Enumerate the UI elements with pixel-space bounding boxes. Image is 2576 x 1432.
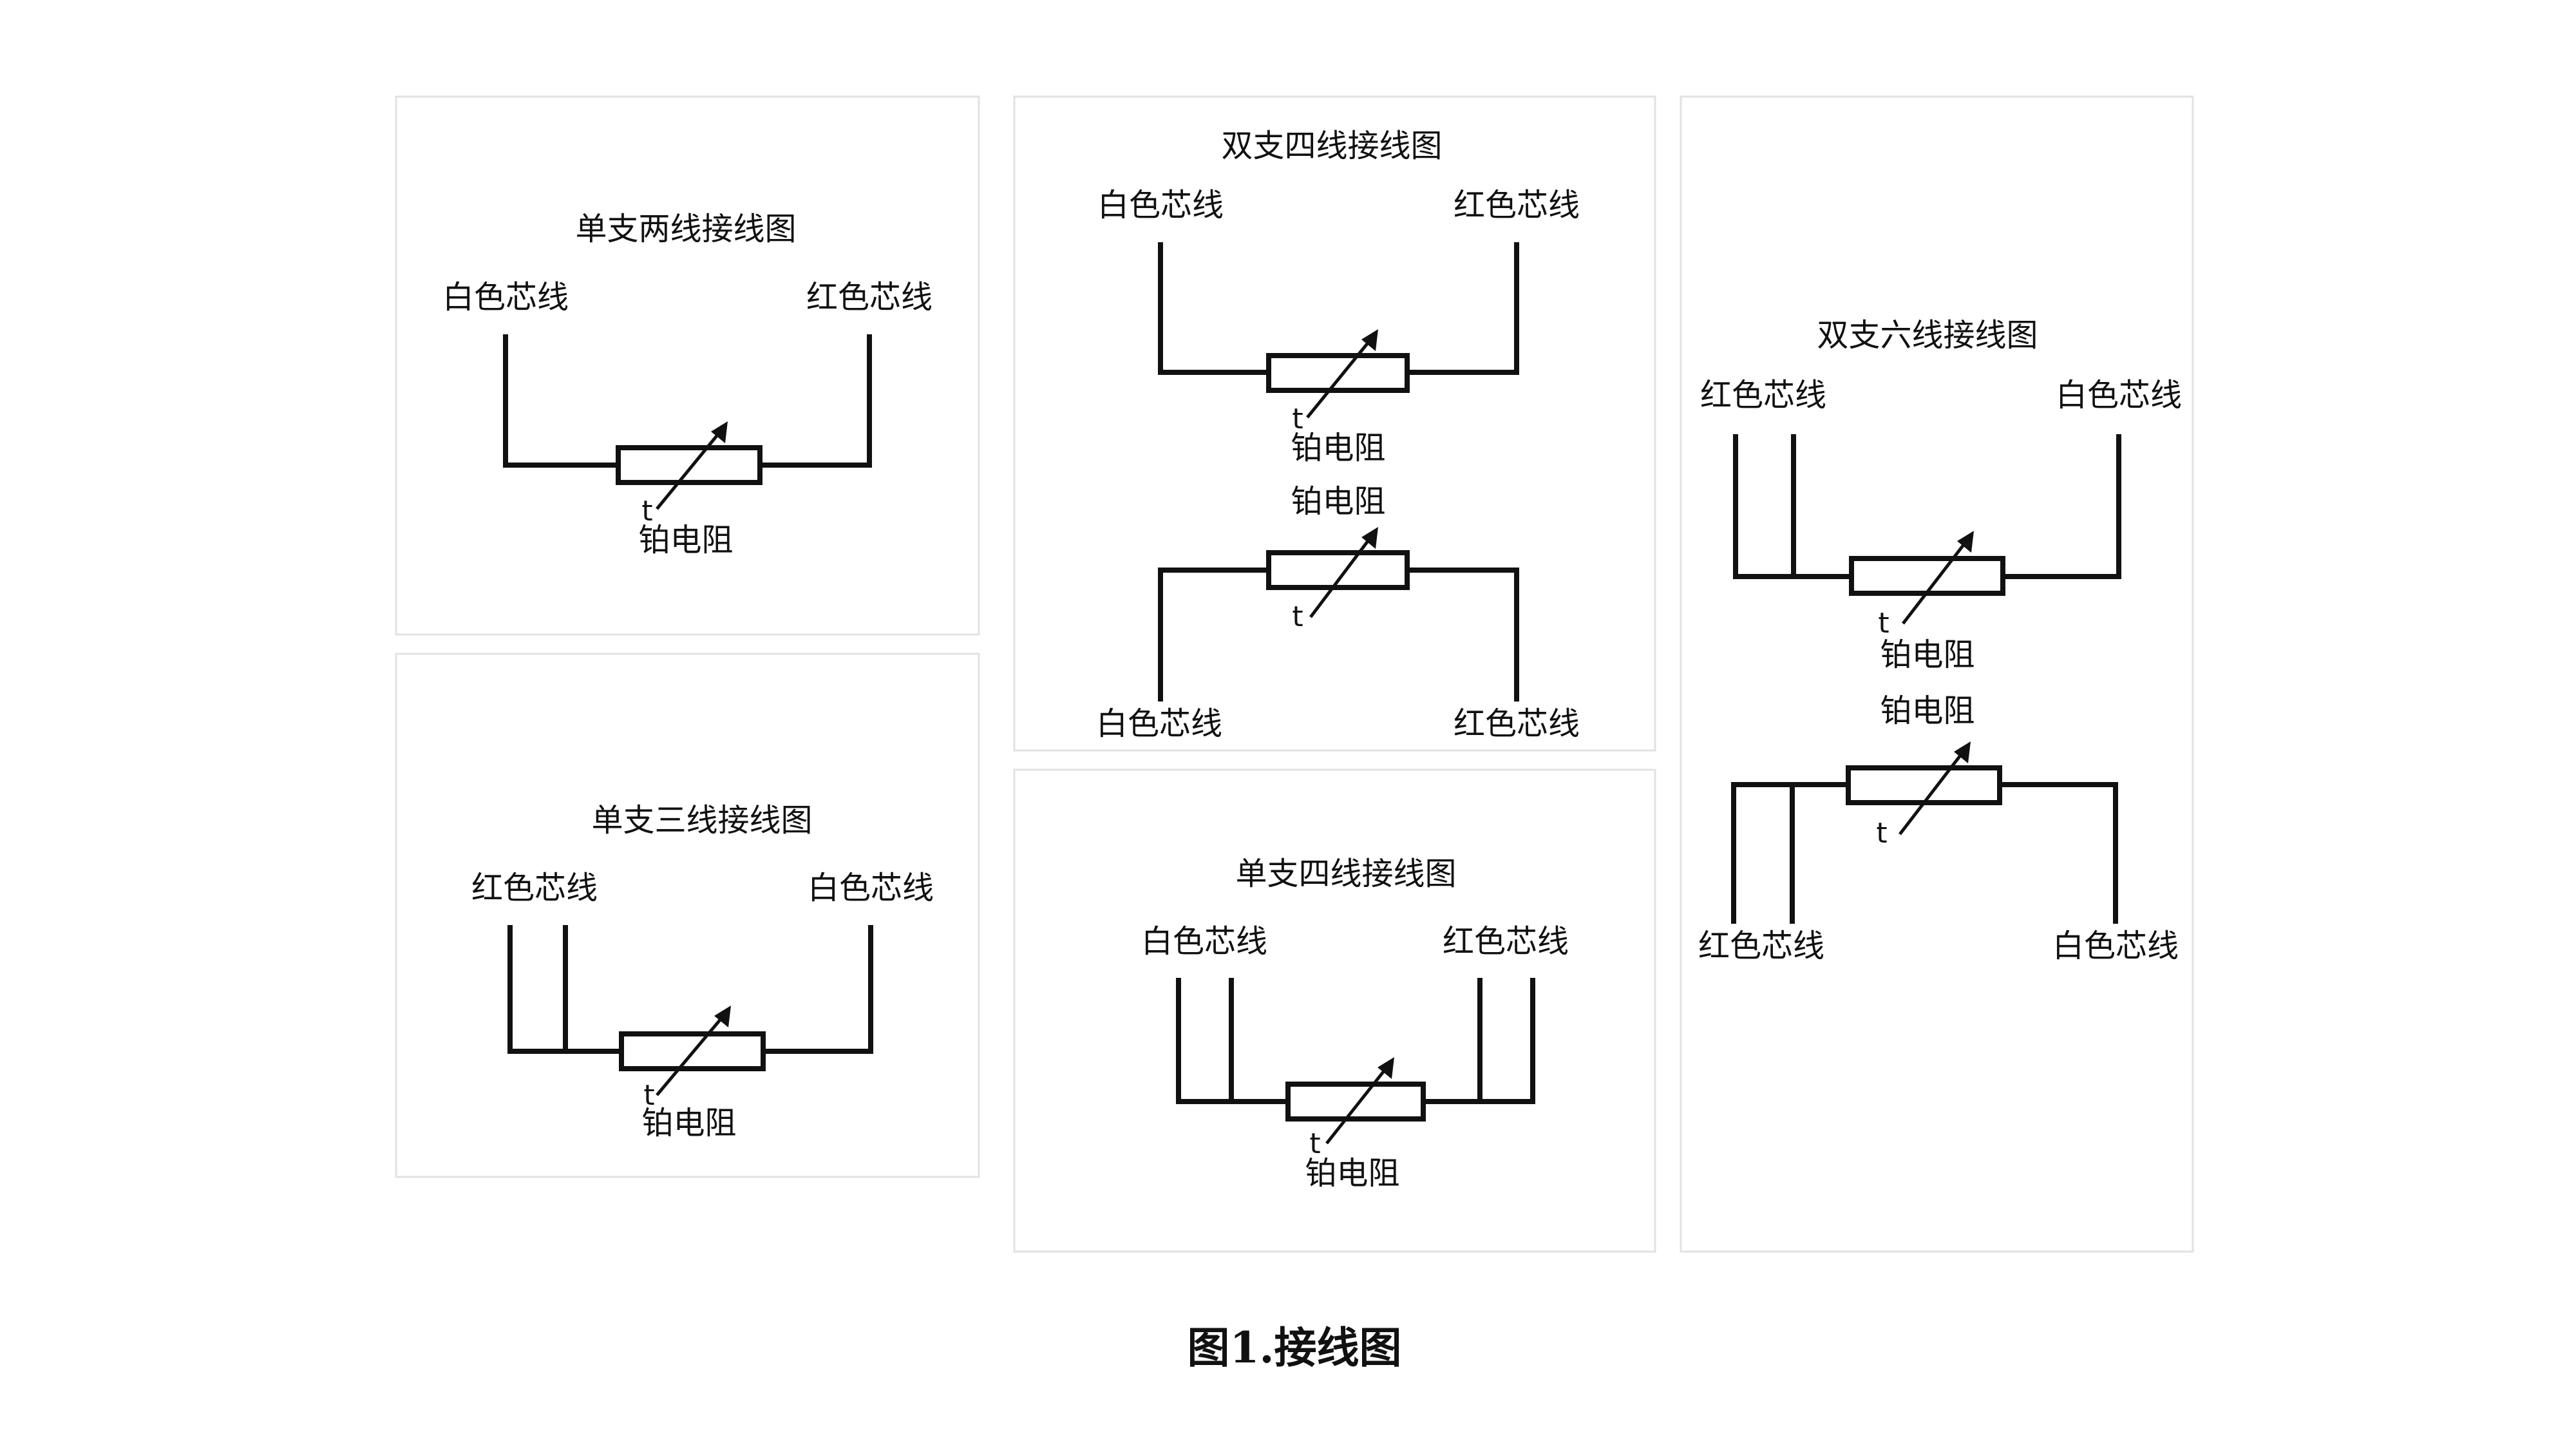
- lead-wire: [757, 334, 872, 468]
- temperature-symbol: t: [643, 1079, 654, 1112]
- lead-wire: [1176, 978, 1291, 1104]
- lead-wire: [1733, 434, 1854, 579]
- panel-single-two-wire: 单支两线接线图 白色芯线 红色芯线 t 铂电阻: [395, 95, 980, 636]
- lead-wire: [1405, 568, 1519, 702]
- bottom-left-wire-label: 白色芯线: [1096, 705, 1222, 742]
- temperature-symbol: t: [1292, 403, 1303, 435]
- resistor-label: 铂电阻: [1305, 1155, 1399, 1192]
- lead-wire: [761, 925, 873, 1054]
- panel-frame: [395, 95, 980, 636]
- panel-title: 双支六线接线图: [1817, 317, 2038, 354]
- resistor-label: 铂电阻: [1291, 430, 1385, 466]
- variable-arrow: [1902, 539, 1969, 625]
- bottom-right-wire-label: 白色芯线: [2052, 928, 2179, 964]
- resistor-symbol: [1849, 556, 2005, 596]
- lead-wire: [2000, 434, 2121, 579]
- panel-frame: [1013, 95, 1656, 752]
- lead-wire: [1158, 242, 1271, 375]
- right-wire-label: 红色芯线: [806, 279, 933, 316]
- arrow-head-icon: [714, 1006, 731, 1027]
- panel-title: 单支两线接线图: [575, 211, 796, 247]
- bottom-right-wire-label: 红色芯线: [1454, 705, 1580, 742]
- lead-wire: [1158, 568, 1271, 702]
- variable-arrow: [1325, 1065, 1389, 1145]
- variable-arrow: [1306, 337, 1373, 419]
- resistor-symbol: [1266, 353, 1410, 393]
- left-wire-label: 白色芯线: [442, 279, 569, 316]
- figure-caption: 图1.接线图: [1188, 1322, 1402, 1373]
- arrow-head-icon: [711, 421, 728, 443]
- right-wire-label: 红色芯线: [1443, 923, 1569, 960]
- lead-wire: [507, 925, 624, 1054]
- temperature-symbol: t: [641, 495, 652, 528]
- variable-arrow: [1899, 749, 1965, 835]
- variable-arrow: [1309, 535, 1373, 618]
- arrow-head-icon: [1378, 1057, 1394, 1079]
- temperature-symbol: t: [1292, 600, 1303, 633]
- resistor-symbol: [1285, 1082, 1426, 1122]
- panel-double-six-wire: 双支六线接线图 红色芯线 白色芯线 t 铂电阻 铂电阻 t 红色芯线 白色芯线: [1680, 95, 2194, 1253]
- lead-wire: [1997, 782, 2118, 924]
- lead-wire: [1421, 978, 1535, 1104]
- lead-wire: [1731, 782, 1854, 924]
- left-wire-label: 红色芯线: [471, 870, 598, 906]
- panel-single-three-wire: 单支三线接线图 红色芯线 白色芯线 t 铂电阻: [395, 653, 980, 1178]
- left-wire-label: 白色芯线: [1141, 923, 1267, 960]
- lead-wire: [1405, 242, 1519, 375]
- resistor-symbol: [1846, 765, 2002, 805]
- top-right-wire-label: 红色芯线: [1454, 187, 1580, 224]
- panel-title: 双支四线接线图: [1221, 128, 1442, 164]
- bottom-left-wire-label: 红色芯线: [1698, 928, 1824, 964]
- panel-title: 单支四线接线图: [1235, 855, 1456, 892]
- resistor-symbol: [616, 445, 762, 485]
- resistor-label: 铂电阻: [638, 522, 733, 558]
- panel-frame: [1680, 95, 2194, 1253]
- resistor-label: 铂电阻: [1291, 483, 1385, 520]
- right-wire-label: 白色芯线: [808, 870, 934, 906]
- arrow-head-icon: [1954, 741, 1971, 763]
- top-left-wire-label: 红色芯线: [1700, 377, 1826, 414]
- resistor-label: 铂电阻: [1880, 636, 1975, 673]
- arrow-head-icon: [1957, 531, 1974, 553]
- arrow-head-icon: [1361, 329, 1378, 351]
- panel-frame: [395, 653, 980, 1178]
- resistor-label: 铂电阻: [641, 1105, 736, 1141]
- lead-wire: [503, 334, 621, 468]
- variable-arrow: [656, 429, 723, 510]
- panel-frame: [1013, 769, 1656, 1253]
- temperature-symbol: t: [1309, 1127, 1320, 1160]
- top-left-wire-label: 白色芯线: [1097, 187, 1224, 224]
- arrow-head-icon: [1361, 527, 1378, 549]
- panel-double-four-wire: 双支四线接线图 白色芯线 红色芯线 t 铂电阻 铂电阻 t 白色芯线 红色芯线: [1013, 95, 1656, 752]
- panel-single-four-wire: 单支四线接线图 白色芯线 红色芯线 t 铂电阻: [1013, 769, 1656, 1253]
- temperature-symbol: t: [1878, 607, 1889, 640]
- resistor-label: 铂电阻: [1880, 692, 1975, 729]
- panel-title: 单支三线接线图: [591, 802, 812, 839]
- variable-arrow: [656, 1013, 726, 1096]
- top-right-wire-label: 白色芯线: [2056, 377, 2182, 414]
- temperature-symbol: t: [1876, 817, 1887, 850]
